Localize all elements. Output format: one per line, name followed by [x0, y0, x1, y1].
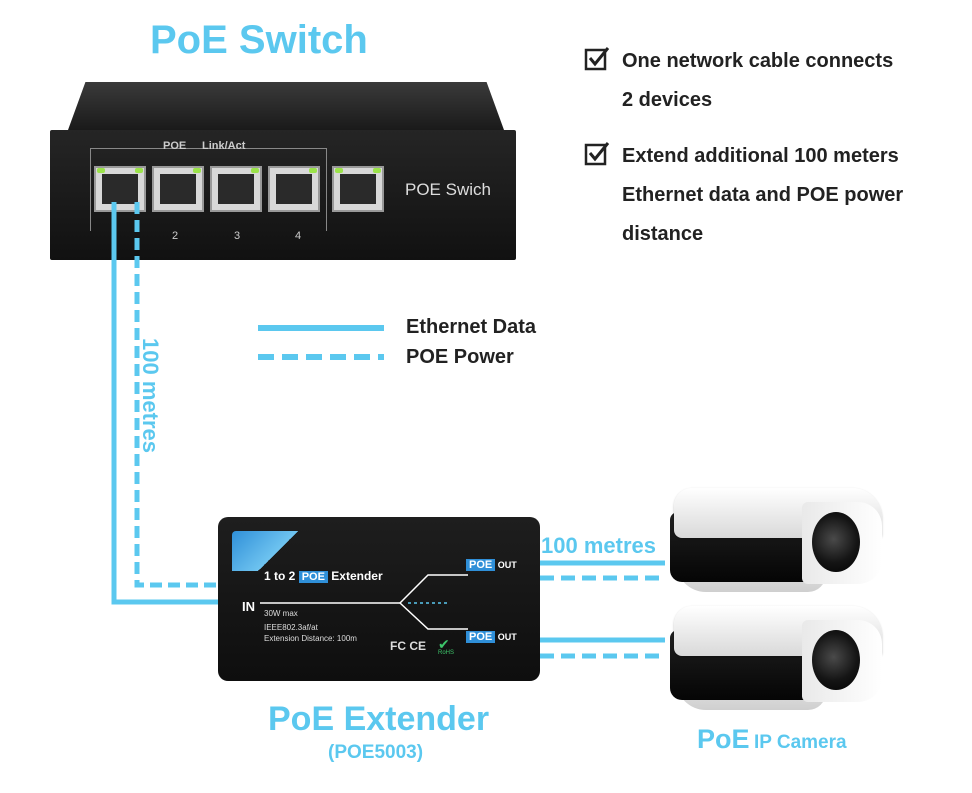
- switch-extender-distance: 100 metres: [138, 338, 163, 453]
- poe-switch-device: POE Link/Act 2 3 4 POE Swich: [50, 82, 516, 260]
- switch-link-label: Link/Act: [202, 140, 246, 152]
- extender-out-port-1: POE OUT: [466, 559, 517, 571]
- ethernet-port: [210, 166, 262, 212]
- ethernet-port: [152, 166, 204, 212]
- poe-extender-device: 1 to 2 POE Extender IN 30W max IEEE802.3…: [218, 517, 540, 681]
- camera-title-prefix: PoE: [697, 724, 750, 754]
- extender-split-lines: [260, 574, 468, 630]
- poe-power-cable: [134, 202, 220, 588]
- extender-title-pre: 1 to 2: [264, 569, 296, 583]
- switch-top-panel: [68, 82, 504, 130]
- port-led-icon: [135, 168, 143, 173]
- out-label: OUT: [497, 632, 517, 642]
- camera-lens-icon: [812, 512, 860, 572]
- out-poe-tag: POE: [466, 631, 496, 643]
- port-number: 4: [295, 230, 302, 242]
- uplink-port: [332, 166, 384, 212]
- port-led-icon: [373, 168, 381, 173]
- ethernet-port: [94, 166, 146, 212]
- feature-item: One network cable connects 2 devices: [584, 42, 893, 120]
- feature-line: 2 devices: [622, 89, 713, 111]
- feature-line: One network cable connects: [622, 50, 894, 72]
- out-poe-tag: POE: [466, 559, 496, 571]
- rohs-label: RoHS: [438, 650, 455, 656]
- port-led-icon: [335, 168, 343, 173]
- extender-model: (POE5003): [328, 742, 424, 763]
- extender-out-port-2: POE OUT: [466, 631, 517, 643]
- port-number: 2: [172, 230, 179, 242]
- out-label: OUT: [497, 560, 517, 570]
- camera-title: PoE IP Camera: [697, 724, 847, 755]
- extender-accent-stripe: [232, 531, 302, 571]
- port-led-icon: [97, 168, 105, 173]
- switch-title: PoE Switch: [150, 18, 368, 62]
- checkbox-icon: [584, 47, 610, 71]
- legend-ethernet-label: Ethernet Data: [406, 316, 537, 338]
- port-group-bracket: [90, 148, 327, 231]
- port-number: 3: [234, 230, 241, 242]
- camera-title-suffix: IP Camera: [753, 732, 847, 753]
- camera-lens-icon: [812, 630, 860, 690]
- switch-poe-label: POE: [163, 140, 187, 152]
- extender-title: PoE Extender: [268, 700, 490, 738]
- extender-poe-tag: POE: [298, 571, 328, 583]
- extender-camera-distance: 100 metres: [541, 533, 656, 558]
- feature-line: distance: [622, 223, 704, 245]
- port-led-icon: [193, 168, 201, 173]
- ip-camera: [670, 606, 890, 716]
- legend-poe-label: POE Power: [406, 346, 514, 368]
- ethernet-port: [268, 166, 320, 212]
- switch-front-panel: POE Link/Act 2 3 4 POE Swich: [50, 130, 516, 260]
- rohs-check-icon: ✔RoHS: [438, 636, 455, 656]
- feature-item: Extend additional 100 meters Ethernet da…: [584, 137, 903, 254]
- feature-line: Ethernet data and POE power: [622, 184, 904, 206]
- port-led-icon: [309, 168, 317, 173]
- extender-title-post: Extender: [331, 569, 383, 583]
- feature-line: Extend additional 100 meters: [622, 145, 899, 167]
- checkbox-icon: [584, 142, 610, 166]
- certification-marks: FC CE: [390, 639, 426, 653]
- ethernet-data-cable: [111, 202, 220, 605]
- ip-camera: [670, 488, 890, 598]
- extender-standard: IEEE802.3af/at: [264, 623, 318, 632]
- extender-distance: Extension Distance: 100m: [264, 634, 357, 643]
- switch-brand-text: POE Swich: [405, 180, 491, 199]
- port-led-icon: [251, 168, 259, 173]
- extender-power: 30W max: [264, 609, 298, 618]
- extender-in-label: IN: [242, 599, 255, 614]
- extender-label: 1 to 2 POE Extender: [264, 569, 383, 583]
